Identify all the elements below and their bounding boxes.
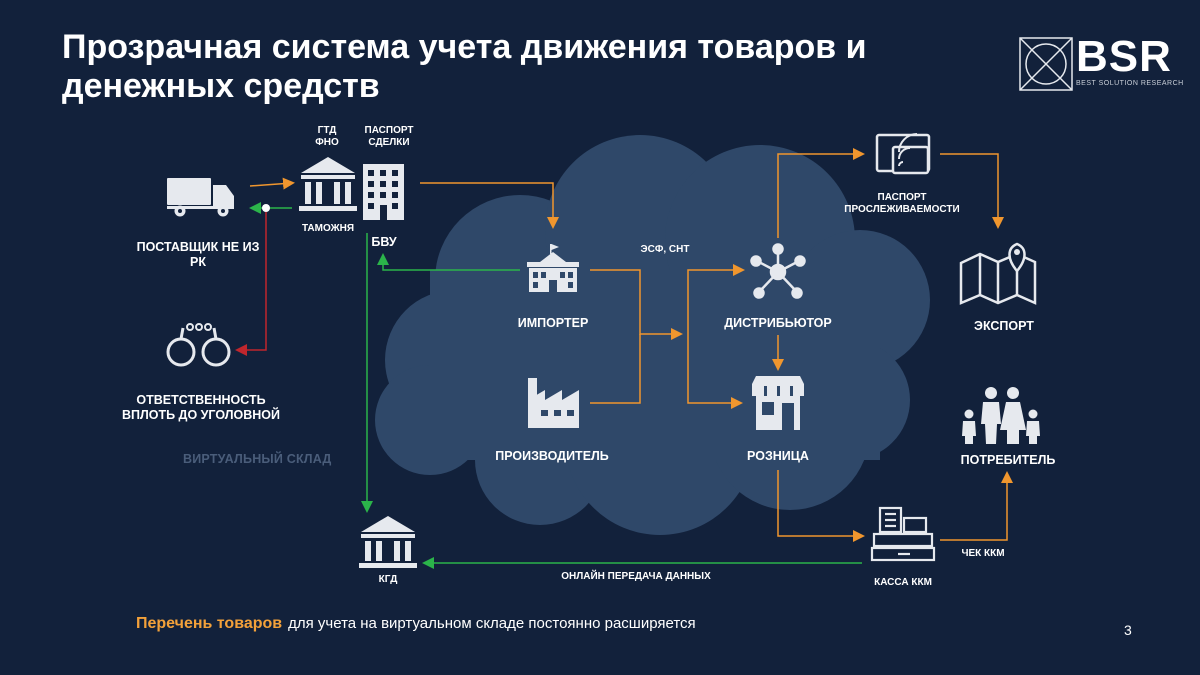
receipt-label: ЧЕК ККМ [961,548,1005,559]
page-title-line2: денежных средств [62,67,380,105]
arrow-cashregister-consumer [940,471,1013,541]
arrow-producer-merge [590,334,641,404]
arrow-split-distributor [687,264,745,334]
arrow-importer-bvu [377,253,520,271]
retail-label: РОЗНИЦА [747,449,809,463]
page-title: Прозрачная система учета движения товаро… [62,28,867,106]
export-label: ЭКСПОРТ [974,319,1034,333]
factory-icon [528,378,579,428]
logo-text: BSR [1076,32,1172,81]
distribution-network-icon [750,243,806,299]
page-number: 3 [1124,622,1132,638]
importer-label: ИМПОРТЕР [517,316,589,330]
producer-label: ПРОИЗВОДИТЕЛЬ [495,449,609,463]
junction-dot [262,204,270,212]
logo-subtitle: BEST SOLUTION RESEARCH [1076,80,1184,87]
customs-label: ТАМОЖНЯ [301,223,355,234]
kgd-label: КГД [378,574,398,585]
gtd-fno-label: ГТД ФНО [300,125,354,149]
tablet-wifi-icon [875,133,931,175]
office-building-icon [363,164,404,220]
fno-label: ФНО [315,137,339,148]
cash-register-icon [870,506,936,562]
arrow-bvu-importer [420,182,559,229]
arrow-distributor-passport [777,148,865,238]
map-pin-icon [959,242,1037,305]
trace-passport-line1: ПАСПОРТ [877,192,927,203]
importer-building-icon [527,244,579,292]
arrow-liability [235,212,267,356]
consumer-label: ПОТРЕБИТЕЛЬ [960,453,1056,467]
passport-deal-label: ПАСПОРТ СДЕЛКИ [356,125,422,149]
traceability-passport-label: ПАСПОРТ ПРОСЛЕЖИВАЕМОСТИ [836,192,968,216]
arrow-split-retail [687,334,743,409]
arrow-importer-merge [590,269,683,340]
footer-note: Перечень товаров для учета на виртуальном… [136,615,696,633]
bsr-logo-mark [1019,37,1073,91]
distributor-label: ДИСТРИБЬЮТОР [724,316,832,330]
liability-label: ОТВЕТСТВЕННОСТЬ ВПЛОТЬ ДО УГОЛОВНОЙ [121,393,281,422]
passport-deal-line2: СДЕЛКИ [368,137,410,148]
page-title-line1: Прозрачная система учета движения товаро… [62,28,867,66]
customs-bank-icon [299,157,357,211]
virtual-warehouse-label: ВИРТУАЛЬНЫЙ СКЛАД [183,452,332,466]
arrow-truck-customs [249,177,295,190]
family-icon [962,387,1040,444]
store-icon [752,376,804,430]
arrow-passport-export [940,153,1004,229]
handcuffs-icon [166,323,231,367]
bvu-label: БВУ [371,235,397,249]
cash-register-label: КАССА ККМ [874,577,932,588]
footer-highlight: Перечень товаров [136,615,283,632]
supplier-label: ПОСТАВЩИК НЕ ИЗ РК [136,240,260,269]
kgd-bank-icon [359,516,417,568]
trace-passport-line2: ПРОСЛЕЖИВАЕМОСТИ [844,204,960,215]
online-transfer-label: ОНЛАЙН ПЕРЕДАЧА ДАННЫХ [561,571,711,582]
gtd-label: ГТД [317,125,337,136]
bsr-logo: BSR BEST SOLUTION RESEARCH [1018,32,1183,94]
truck-icon [167,178,234,217]
passport-deal-line1: ПАСПОРТ [364,125,414,136]
arrow-retail-cashregister [777,470,865,542]
esf-snt-label: ЭСФ, СНТ [640,244,690,255]
footer-text: для учета на виртуальном складе постоянн… [288,615,696,632]
